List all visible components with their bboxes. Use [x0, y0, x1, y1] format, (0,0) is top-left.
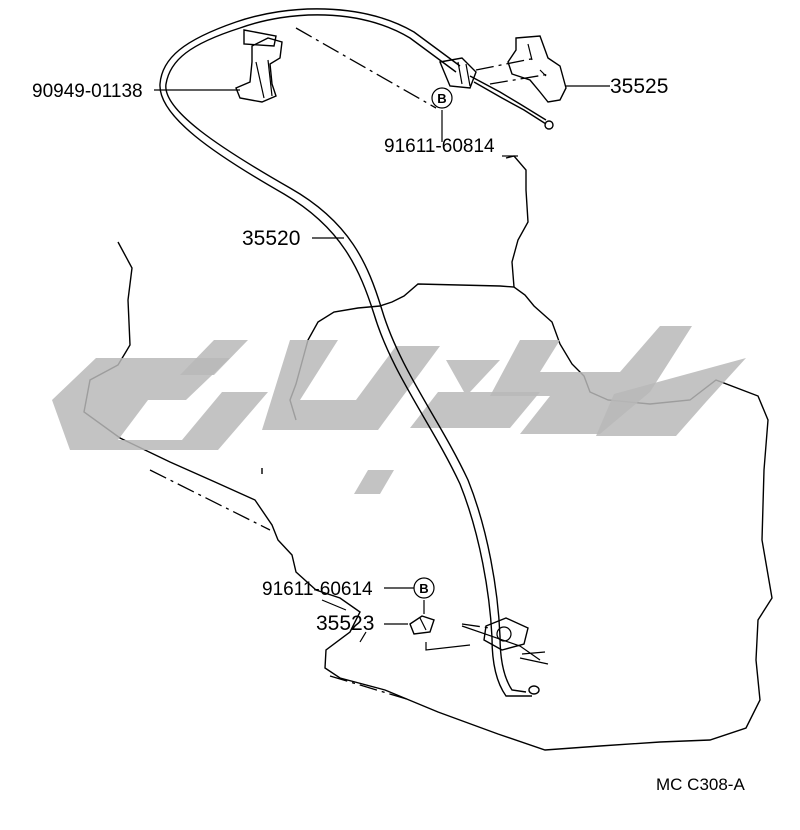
bolt-marker-lower-text: B: [419, 581, 428, 596]
watermark: [52, 326, 746, 494]
bolt-marker-upper-text: B: [437, 91, 446, 106]
cable-upper-end: [439, 57, 554, 130]
bolt-marker-upper: B: [431, 87, 453, 109]
diagram-reference: MC C308-A: [656, 775, 745, 794]
leader-lines: [154, 85, 610, 643]
clip-90949-01138[interactable]: [235, 37, 283, 103]
label-cable: 35520: [242, 227, 300, 250]
label-clip: 90949-01138: [32, 81, 143, 102]
bracket-35525[interactable]: [475, 35, 567, 103]
label-retainer: 35523: [316, 612, 374, 635]
transmission-outline: [83, 155, 773, 751]
lower-mount: [461, 617, 529, 651]
retainer-35523[interactable]: [409, 615, 435, 635]
label-bolt-lower: 91611-60614: [262, 579, 373, 600]
label-bolt-upper: 91611-60814: [384, 136, 495, 157]
label-bracket: 35525: [610, 75, 668, 98]
bolt-marker-lower: B: [413, 577, 435, 599]
cable-35520[interactable]: [159, 8, 540, 697]
guide-lines: [149, 27, 437, 701]
